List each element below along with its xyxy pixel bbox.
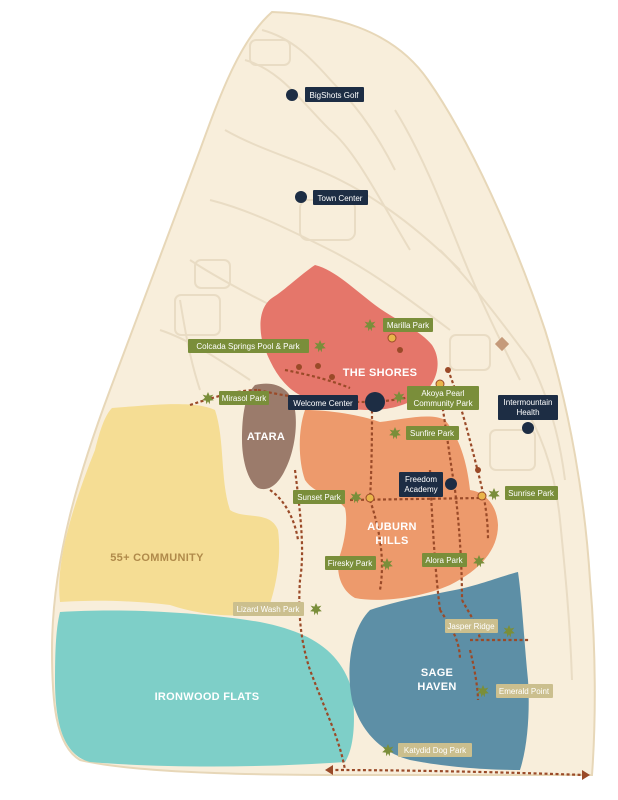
svg-text:BigShots Golf: BigShots Golf: [310, 91, 360, 100]
tag-akoya-pearl[interactable]: Akoya Pearl Community Park: [407, 386, 479, 410]
svg-text:Health: Health: [516, 408, 539, 417]
region-55-community[interactable]: [59, 404, 280, 616]
trailhead-sunset-icon: [365, 493, 375, 503]
svg-text:Welcome Center: Welcome Center: [293, 399, 353, 408]
svg-text:Town Center: Town Center: [318, 194, 363, 203]
tag-bigshots-golf[interactable]: BigShots Golf: [305, 87, 364, 102]
tag-mirasol-park[interactable]: Mirasol Park: [219, 391, 269, 405]
svg-text:Academy: Academy: [404, 485, 437, 494]
tag-katydid-dog-park[interactable]: Katydid Dog Park: [398, 743, 472, 757]
svg-text:Intermountain: Intermountain: [504, 398, 553, 407]
svg-text:Sunfire Park: Sunfire Park: [410, 429, 455, 438]
label-55-community: 55+ COMMUNITY: [110, 552, 204, 564]
tag-town-center[interactable]: Town Center: [313, 190, 368, 205]
tag-sunfire-park[interactable]: Sunfire Park: [406, 426, 459, 440]
region-the-shores[interactable]: [260, 265, 438, 410]
svg-text:Freedom: Freedom: [405, 475, 437, 484]
label-sage-haven-1: SAGE: [421, 667, 453, 679]
tag-lizard-wash-park[interactable]: Lizard Wash Park: [233, 602, 304, 616]
tag-colcada-springs[interactable]: Colcada Springs Pool & Park: [188, 339, 309, 353]
trailhead-sunrise-icon: [477, 491, 487, 501]
tag-sunrise-park[interactable]: Sunrise Park: [505, 486, 558, 500]
label-ironwood-flats: IRONWOOD FLATS: [155, 691, 260, 703]
label-atara: ATARA: [247, 431, 285, 443]
svg-text:Colcada Springs Pool & Park: Colcada Springs Pool & Park: [196, 342, 300, 351]
amenity-dots[interactable]: [286, 89, 534, 490]
region-auburn-hills[interactable]: [299, 410, 498, 600]
svg-text:Marilla Park: Marilla Park: [387, 321, 430, 330]
svg-text:Sunset Park: Sunset Park: [297, 493, 342, 502]
intermountain-dot-icon: [522, 422, 534, 434]
svg-text:Mirasol Park: Mirasol Park: [222, 394, 267, 403]
svg-text:Katydid Dog Park: Katydid Dog Park: [404, 746, 467, 755]
svg-text:Emerald Point: Emerald Point: [499, 687, 550, 696]
bigshots-golf-dot-icon: [286, 89, 298, 101]
tag-marilla-park[interactable]: Marilla Park: [383, 318, 433, 332]
svg-text:Community Park: Community Park: [413, 399, 473, 408]
tag-firesky-park[interactable]: Firesky Park: [325, 556, 376, 570]
freedom-academy-dot-icon: [445, 478, 457, 490]
region-ironwood-flats[interactable]: [55, 610, 354, 767]
svg-text:Lizard Wash Park: Lizard Wash Park: [237, 605, 301, 614]
trailhead-marilla-icon: [387, 333, 397, 343]
trail-arrows: [325, 765, 590, 780]
label-sage-haven-2: HAVEN: [417, 681, 456, 693]
region-atara[interactable]: [242, 383, 296, 490]
tag-emerald-point[interactable]: Emerald Point: [496, 684, 553, 698]
diamond-icon: [494, 336, 510, 352]
trail-dots: [296, 347, 481, 473]
tag-intermountain-health[interactable]: Intermountain Health: [498, 395, 558, 420]
svg-text:Jasper Ridge: Jasper Ridge: [447, 622, 495, 631]
label-auburn-hills-2: HILLS: [375, 535, 408, 547]
svg-text:Firesky Park: Firesky Park: [328, 559, 373, 568]
tag-jasper-ridge[interactable]: Jasper Ridge: [445, 619, 498, 633]
svg-text:Sunrise Park: Sunrise Park: [508, 489, 555, 498]
label-the-shores: THE SHORES: [343, 367, 418, 379]
tag-sunset-park[interactable]: Sunset Park: [293, 490, 345, 504]
tag-welcome-center[interactable]: Welcome Center: [288, 395, 358, 410]
svg-text:Akoya Pearl: Akoya Pearl: [421, 389, 464, 398]
town-center-dot-icon: [295, 191, 307, 203]
tag-alora-park[interactable]: Alora Park: [422, 553, 467, 567]
svg-text:Alora Park: Alora Park: [425, 556, 463, 565]
label-auburn-hills-1: AUBURN: [367, 521, 416, 533]
tag-freedom-academy[interactable]: Freedom Academy: [399, 472, 443, 497]
welcome-center-dot-icon: [365, 392, 385, 412]
